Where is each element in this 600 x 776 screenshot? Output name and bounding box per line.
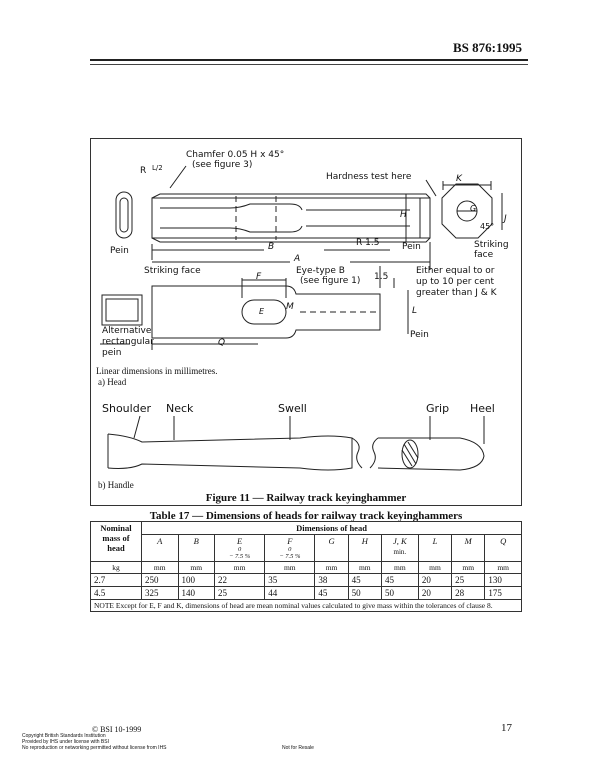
col-jk: J, K min. <box>380 534 419 562</box>
standard-code: BS 876:1995 <box>453 40 522 55</box>
label-g: G <box>470 204 477 213</box>
label-r-frac: L/2 <box>152 164 163 172</box>
label-f: F <box>256 272 262 282</box>
header-rule-thin <box>90 64 528 65</box>
col-f: F 0− 7.5 % <box>264 534 316 562</box>
linear-note: Linear dimensions in millimetres. <box>96 366 218 376</box>
head-top-view <box>100 266 409 350</box>
label-hardness: Hardness test here <box>326 172 412 182</box>
label-striking-face: Striking face <box>144 266 201 276</box>
handle-view <box>107 415 485 471</box>
label-chamfer-1: Chamfer 0.05 H x 45° <box>186 150 285 160</box>
label-j: J <box>504 214 507 224</box>
label-a: A <box>294 254 301 264</box>
page-number: 17 <box>501 722 512 734</box>
label-dim-15: 1.5 <box>374 272 389 282</box>
label-alt-2: rectangular <box>102 337 154 347</box>
resale-notice: Not for Resale <box>282 745 314 751</box>
label-r: R <box>140 166 147 176</box>
copyright-line-3: No reproduction or networking permitted … <box>22 745 167 751</box>
table-subheader-row: A B E 0− 7.5 % F 0− 7.5 % G H J, K min. … <box>91 534 522 562</box>
table-note: NOTE Except for E, F and K, dimensions o… <box>90 599 522 612</box>
group-header: Dimensions of head <box>141 521 522 535</box>
label-face-right: face <box>474 250 494 260</box>
caption-head: a) Head <box>98 377 127 387</box>
caption-handle: b) Handle <box>98 480 134 490</box>
label-q: Q <box>218 338 226 348</box>
label-eye-type: Eye-type B <box>296 266 345 276</box>
table-note-row: NOTE Except for E, F and K, dimensions o… <box>90 599 522 612</box>
col-e: E 0− 7.5 % <box>213 534 266 562</box>
figure-title: Figure 11 — Railway track keyinghammer <box>205 492 407 504</box>
label-alt-1: Alternative <box>102 326 152 336</box>
header-rule <box>90 59 528 61</box>
label-b: B <box>268 242 275 252</box>
figure-frame <box>90 138 522 506</box>
table-header-row: Nominal mass of head Dimensions of head <box>90 521 522 562</box>
label-swell: Swell <box>278 402 307 415</box>
table-row: 4.5 325 140 25 44 45 50 50 20 28 175 <box>90 586 522 600</box>
label-either-1: Either equal to or <box>416 266 495 276</box>
col-h: H <box>347 534 382 562</box>
dimensions-table: Nominal mass of head Dimensions of head … <box>90 521 522 612</box>
table-units-row: kg mm mm mm mm mm mm mm mm mm mm <box>90 561 522 574</box>
label-pein: Pein <box>110 246 129 256</box>
copyright-line-1: Copyright British Standards Institution <box>22 733 106 739</box>
label-pein-right: Pein <box>402 242 421 252</box>
label-alt-3: pein <box>102 348 122 358</box>
label-h: H <box>400 210 407 220</box>
table-title: Table 17 — Dimensions of heads for railw… <box>149 510 463 522</box>
label-shoulder: Shoulder <box>102 402 151 415</box>
label-k: K <box>456 174 462 184</box>
col-b: B <box>177 534 215 562</box>
col-l: L <box>417 534 453 562</box>
label-neck: Neck <box>166 402 194 415</box>
label-grip: Grip <box>426 402 450 415</box>
col-q: Q <box>484 534 522 562</box>
label-m: M <box>286 302 294 312</box>
pein-end-view <box>115 191 133 239</box>
col-a: A <box>141 534 179 562</box>
label-45deg: 45° <box>480 222 495 231</box>
col-g: G <box>314 534 349 562</box>
label-striking-right: Striking <box>474 240 509 250</box>
head-side-view <box>115 165 437 270</box>
label-heel: Heel <box>470 402 495 415</box>
label-l: L <box>412 306 418 316</box>
label-r15: R 1.5 <box>356 238 380 248</box>
label-see-fig1: (see figure 1) <box>300 276 361 286</box>
eye-slot <box>241 299 287 325</box>
head-end-view <box>398 181 503 242</box>
copyright-footer: © BSI 10-1999 Copyright British Standard… <box>22 725 167 752</box>
label-either-3: greater than J & K <box>416 288 497 298</box>
col-m: M <box>451 534 486 562</box>
copyright-line-2: Provided by IHS under license with BSI <box>22 739 109 745</box>
rectangular-pein <box>101 294 143 326</box>
table-row: 2.7 250 100 22 35 38 45 45 20 25 130 <box>90 573 522 587</box>
col-nominal-mass: Nominal mass of head <box>90 521 142 562</box>
hammer-drawing <box>100 165 503 471</box>
figure-labels: Chamfer 0.05 H x 45° (see figure 3) R L/… <box>90 138 522 506</box>
label-e: E <box>259 307 265 316</box>
label-chamfer-2: (see figure 3) <box>192 160 253 170</box>
label-pein-lower: Pein <box>410 330 429 340</box>
label-either-2: up to 10 per cent <box>416 277 495 287</box>
bsi-date: © BSI 10-1999 <box>92 725 142 734</box>
